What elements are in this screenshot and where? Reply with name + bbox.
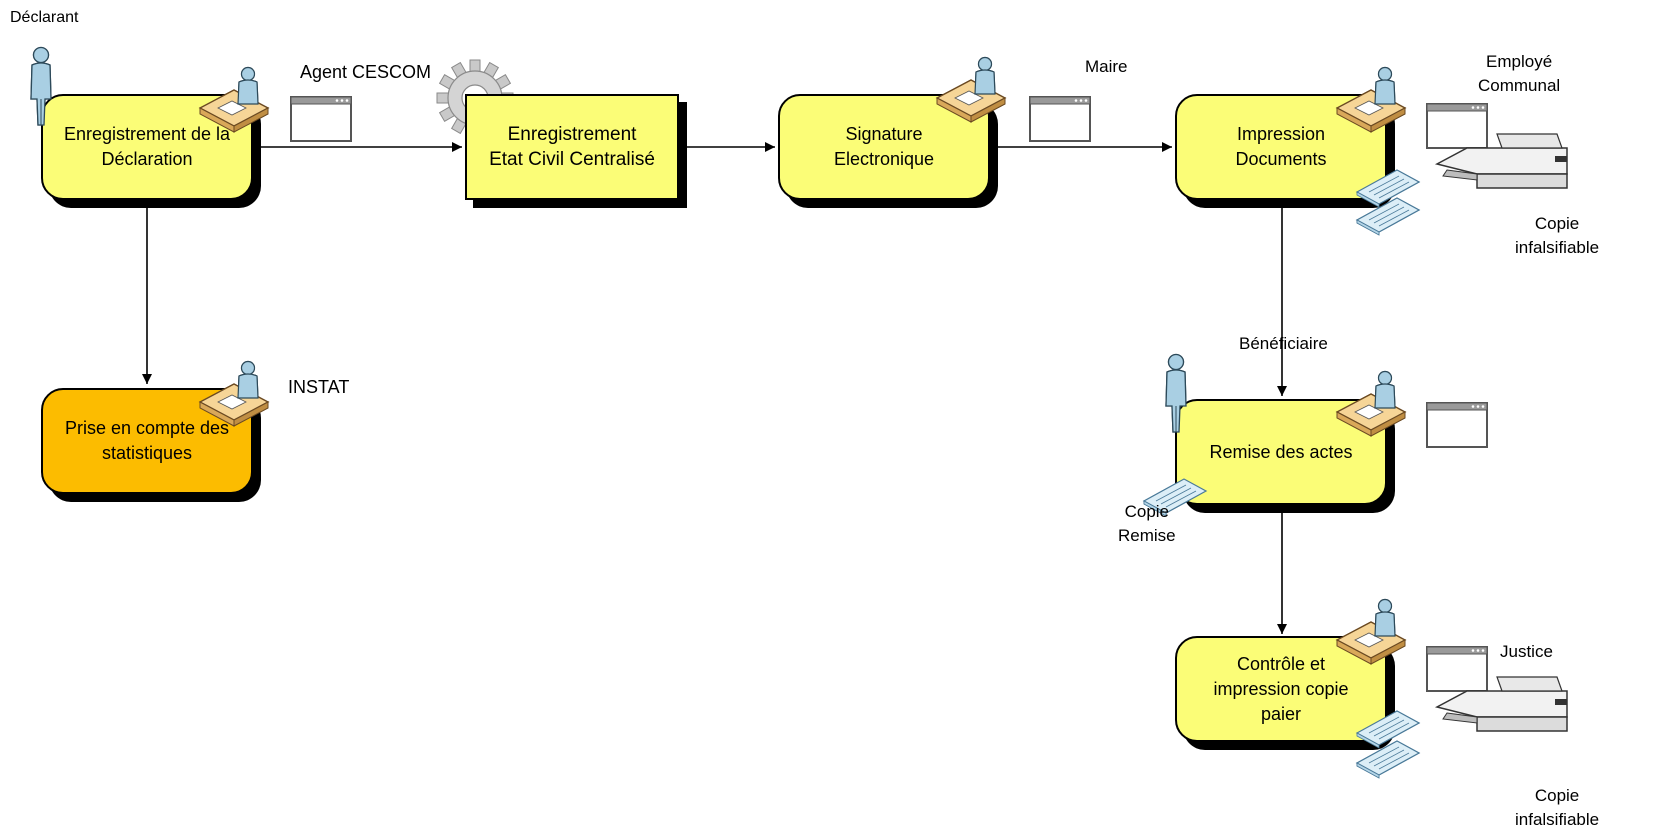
document-icon-infalsifiable-2b	[1356, 740, 1420, 779]
actor-label-agent: Agent CESCOM	[300, 62, 432, 82]
window-icon-justice	[1426, 646, 1488, 692]
actor-label-justice: Justice	[1500, 642, 1553, 661]
actor-label-instat: INSTAT	[288, 377, 350, 397]
node-label: Impression Documents	[1235, 124, 1327, 169]
node-label: Remise des actes	[1209, 441, 1353, 462]
doc-label-copie-infalsifiable-2: Copie infalsifiable	[1515, 786, 1600, 829]
node-label: Signature Electronique	[833, 124, 935, 169]
node-controle-impression: Contrôle et impression copie paier	[1175, 636, 1387, 742]
actor-label-beneficiaire: Bénéficiaire	[1239, 334, 1328, 353]
node-remise-des-actes: Remise des actes	[1175, 399, 1387, 505]
doc-label-copie-remise: Copie Remise	[1118, 502, 1176, 545]
window-icon-maire	[1029, 96, 1091, 142]
node-label: Contrôle et impression copie paier	[1213, 653, 1349, 724]
window-icon-remise	[1426, 402, 1488, 448]
document-icon-infalsifiable-1b	[1356, 197, 1420, 236]
node-label: Enregistrement de la Déclaration	[63, 124, 231, 169]
node-etat-civil-centralise: Enregistrement Etat Civil Centralisé	[465, 94, 679, 200]
node-enregistrement-declaration: Enregistrement de la Déclaration	[41, 94, 253, 200]
window-icon-agent	[290, 96, 352, 142]
actor-label-declarant: Déclarant	[10, 9, 79, 26]
node-prise-en-compte-statistiques: Prise en compte des statistiques	[41, 388, 253, 494]
node-label: Enregistrement Etat Civil Centralisé	[489, 124, 655, 170]
node-label: Prise en compte des statistiques	[64, 418, 230, 463]
actor-label-maire: Maire	[1085, 57, 1128, 76]
node-signature-electronique: Signature Electronique	[778, 94, 990, 200]
doc-label-copie-infalsifiable-1: Copie infalsifiable	[1515, 214, 1600, 257]
node-impression-documents: Impression Documents	[1175, 94, 1387, 200]
actor-label-employe: Employé Communal	[1478, 52, 1561, 95]
window-icon-employe	[1426, 103, 1488, 149]
connectors	[142, 142, 1287, 634]
